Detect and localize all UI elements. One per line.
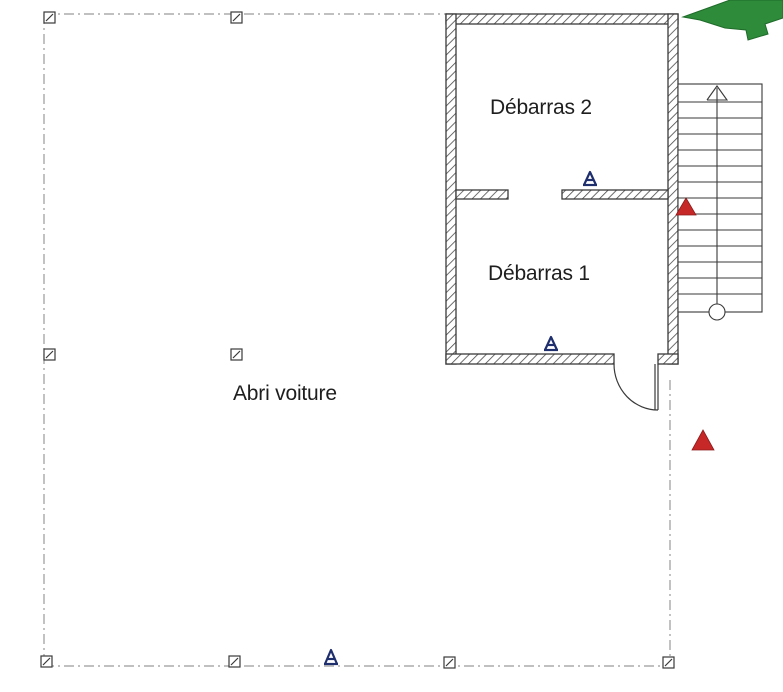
a-symbol-icon xyxy=(544,335,558,352)
detectors xyxy=(323,170,597,666)
a-symbol-icon xyxy=(583,170,597,187)
red-triangle-icon xyxy=(675,197,697,216)
room-label-debarras-1: Débarras 1 xyxy=(488,262,590,285)
wall-bottom-left xyxy=(445,353,615,365)
room-label-abri-voiture: Abri voiture xyxy=(233,382,337,405)
square-hatch-icon xyxy=(40,655,53,668)
partition-right xyxy=(561,189,669,200)
green-leaf-icon xyxy=(681,0,783,41)
wall-right xyxy=(667,13,679,365)
wall-top xyxy=(445,13,679,25)
wall-left xyxy=(445,13,457,365)
square-hatch-icon xyxy=(43,11,56,24)
square-hatch-icon xyxy=(228,655,241,668)
square-hatch-icon xyxy=(662,656,675,669)
a-symbol-icon xyxy=(323,648,339,666)
column-markers xyxy=(40,11,675,669)
square-hatch-icon xyxy=(43,348,56,361)
door xyxy=(613,363,659,411)
room-label-debarras-2: Débarras 2 xyxy=(490,96,592,119)
square-hatch-icon xyxy=(230,348,243,361)
carport-boundary xyxy=(43,13,671,667)
red-triangle-icon xyxy=(691,429,715,451)
square-hatch-icon xyxy=(230,11,243,24)
storage-walls xyxy=(445,13,679,365)
partition-left xyxy=(455,189,509,200)
staircase xyxy=(677,83,763,321)
wall-bottom-right xyxy=(657,353,679,365)
square-hatch-icon xyxy=(443,656,456,669)
